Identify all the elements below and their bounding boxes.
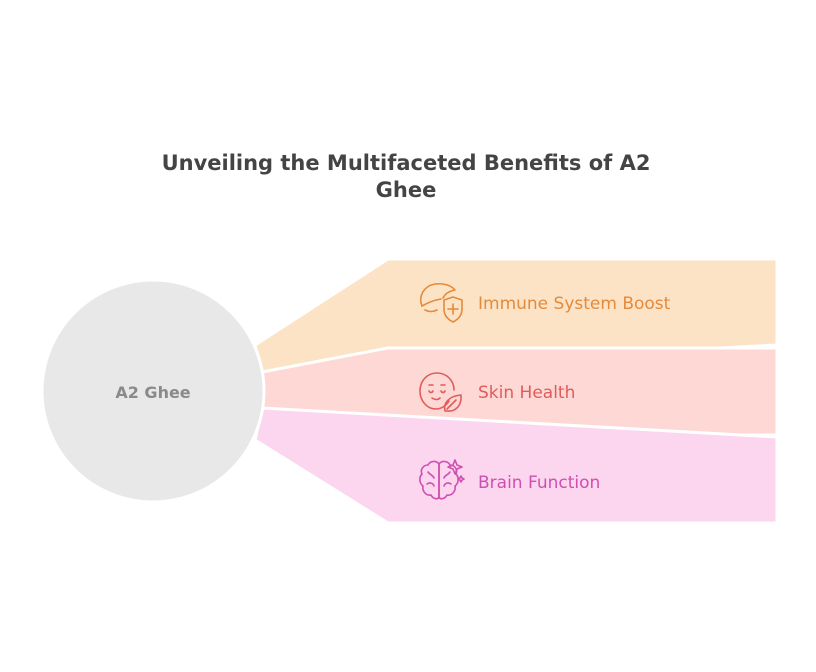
- benefit-label-brain: Brain Function: [478, 473, 600, 493]
- center-circle: [40, 278, 266, 504]
- diagram-title-line-2: Ghee: [376, 178, 437, 202]
- leaf-shield-icon: [419, 282, 463, 323]
- benefit-label-skin: Skin Health: [478, 383, 575, 403]
- benefit-label-immune: Immune System Boost: [478, 294, 671, 314]
- face-leaf-icon: [419, 372, 462, 412]
- brain-sparkle-icon: [419, 459, 465, 500]
- diagram-title-line-1: Unveiling the Multifaceted Benefits of A…: [162, 151, 651, 175]
- center-label: A2 Ghee: [115, 383, 190, 402]
